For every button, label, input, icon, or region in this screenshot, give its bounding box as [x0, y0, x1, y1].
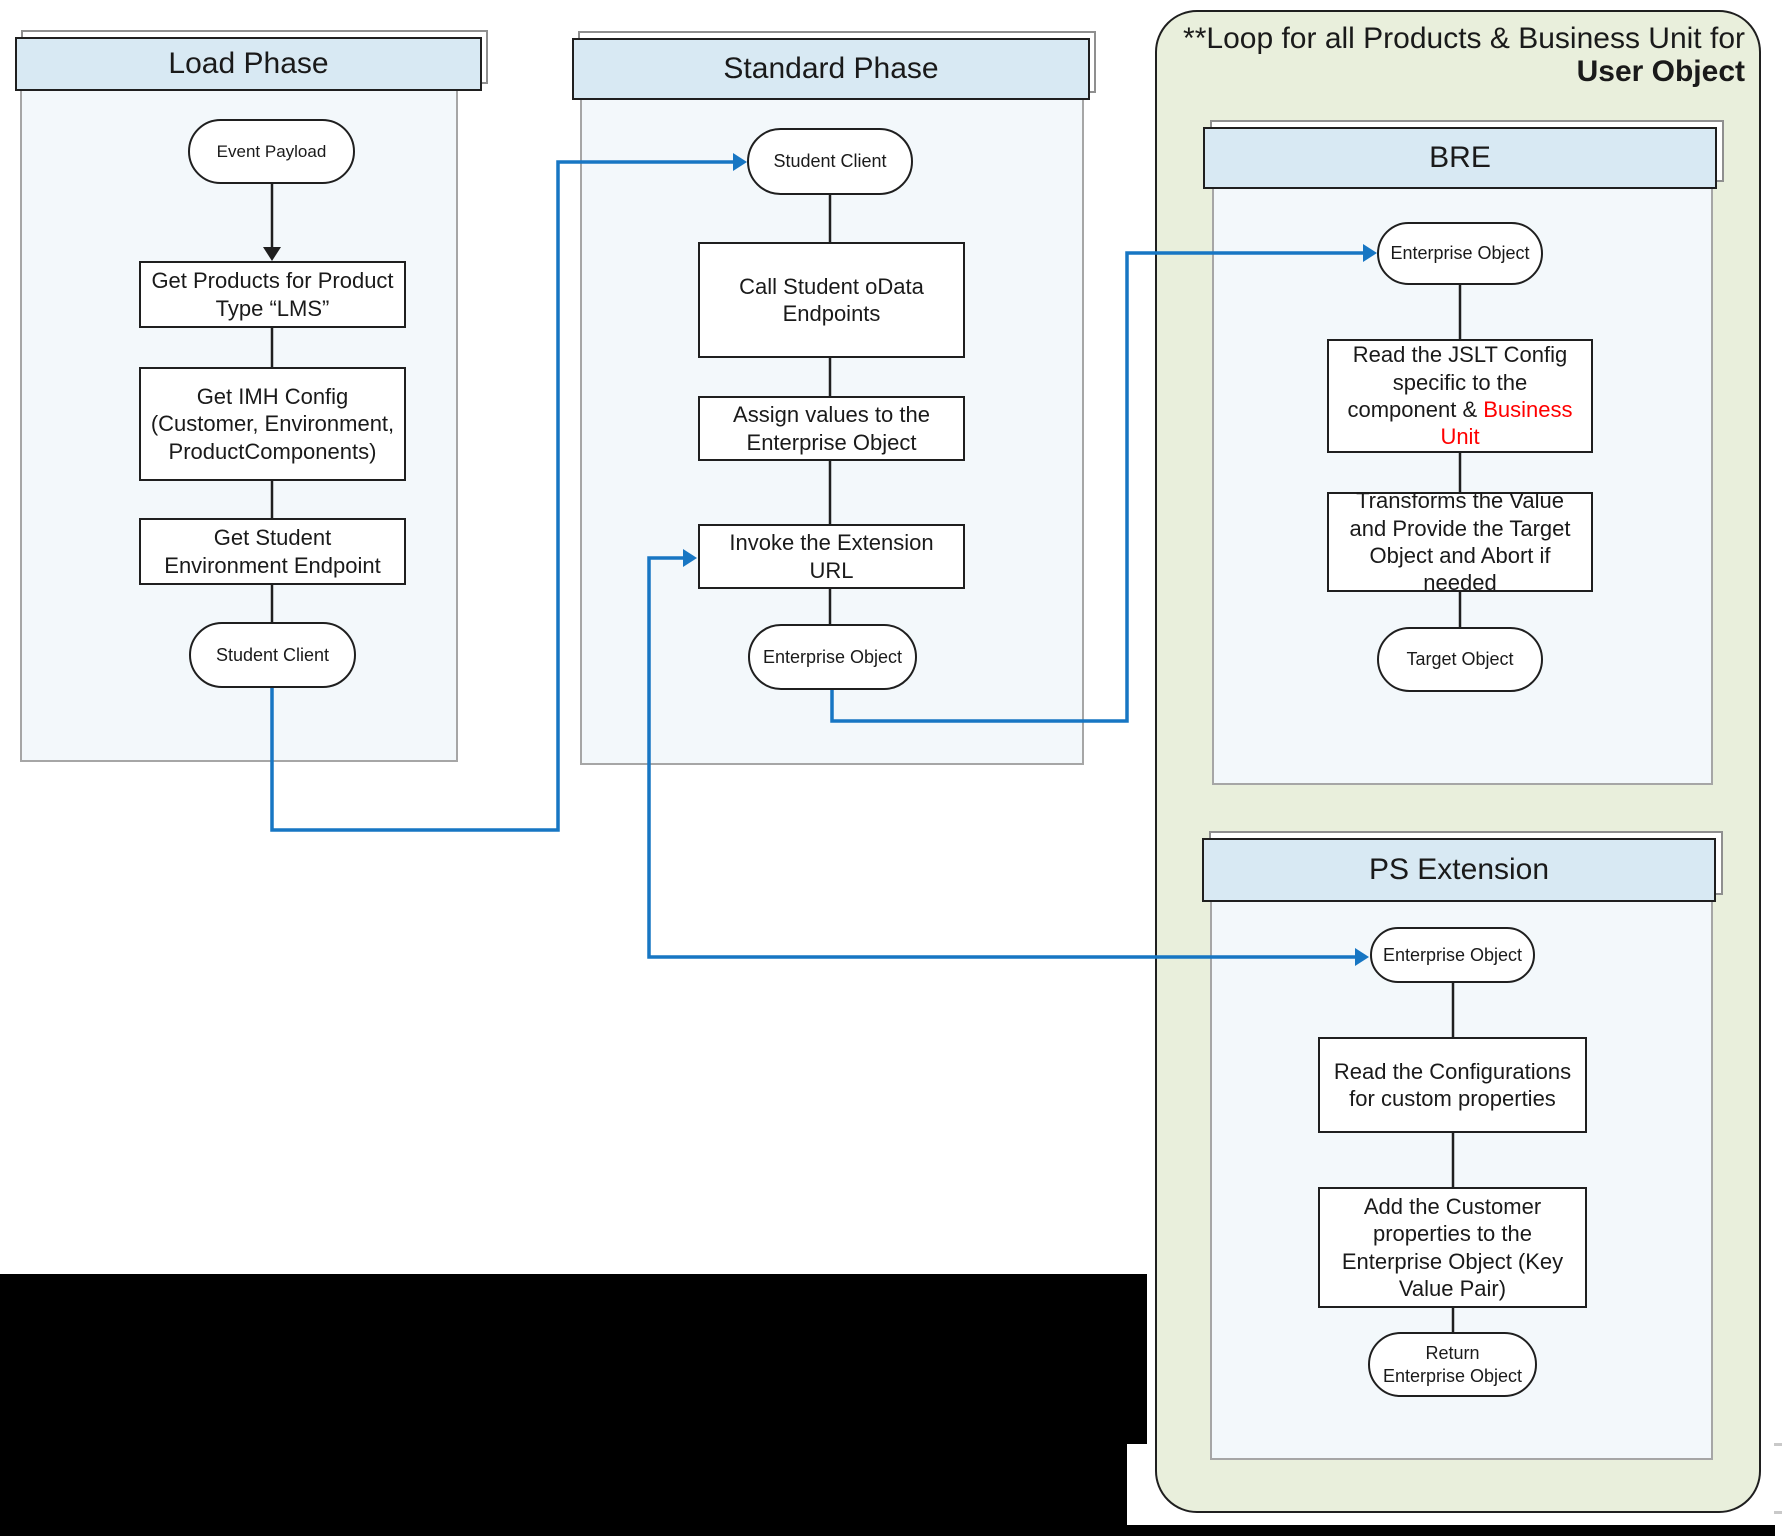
- bre-title: BRE: [1429, 141, 1491, 174]
- node-read-configurations: Read the Configurations for custom prope…: [1318, 1037, 1587, 1133]
- connector-invoke-to-psextension: [647, 556, 1355, 959]
- node-ps-enterprise-object-label: Enterprise Object: [1382, 944, 1523, 965]
- arrowhead-invoke-url: [683, 549, 697, 567]
- node-get-products: Get Products for Product Type “LMS”: [139, 261, 406, 328]
- load-phase-title: Load Phase: [168, 47, 329, 80]
- load-phase-header: Load Phase: [15, 37, 482, 91]
- node-return-enterprise-object-label: Return Enterprise Object: [1382, 1343, 1523, 1386]
- node-get-student-env: Get Student Environment Endpoint: [139, 518, 406, 585]
- node-read-configurations-label: Read the Configurations for custom prope…: [1333, 1058, 1572, 1111]
- arrowhead-getproducts: [263, 247, 281, 261]
- node-get-imh-config-label: Get IMH Config (Customer, Environment, P…: [150, 384, 395, 464]
- node-bre-enterprise-object-label: Enterprise Object: [1390, 243, 1530, 264]
- standard-phase-title: Standard Phase: [723, 52, 939, 85]
- node-event-payload-label: Event Payload: [216, 141, 327, 161]
- arrowhead-standard-studentclient: [733, 153, 747, 171]
- node-assign-values: Assign values to the Enterprise Object: [698, 396, 965, 461]
- loop-title-line1: **Loop for all Products & Business Unit …: [1183, 22, 1745, 55]
- node-ps-enterprise-object: Enterprise Object: [1370, 927, 1535, 983]
- jslt-highlight-text: Business Unit: [1440, 397, 1573, 450]
- node-get-student-env-label: Get Student Environment Endpoint: [164, 525, 381, 578]
- ps-extension-title: PS Extension: [1368, 853, 1550, 886]
- node-standard-student-client-label: Student Client: [773, 151, 887, 172]
- standard-phase-header: Standard Phase: [572, 38, 1090, 100]
- connector-standard-to-bre: [830, 251, 1363, 723]
- blackout-region-upper: [0, 1274, 1147, 1444]
- ps-extension-header: PS Extension: [1202, 838, 1716, 902]
- node-call-odata-label: Call Student oData Endpoints: [739, 273, 924, 326]
- node-load-student-client-label: Student Client: [215, 644, 330, 665]
- blackout-region-lower: [0, 1443, 1127, 1536]
- node-assign-values-label: Assign values to the Enterprise Object: [733, 402, 930, 455]
- node-get-products-label: Get Products for Product Type “LMS”: [151, 268, 394, 321]
- node-transforms-value-label: Transforms the Value and Provide the Tar…: [1349, 488, 1571, 596]
- node-transforms-value: Transforms the Value and Provide the Tar…: [1327, 488, 1593, 595]
- node-return-enterprise-object: Return Enterprise Object: [1368, 1332, 1537, 1397]
- node-read-jslt-config-label: Read the JSLT Config specific to the com…: [1337, 341, 1583, 450]
- bre-header: BRE: [1203, 127, 1717, 189]
- node-target-object: Target Object: [1377, 627, 1543, 692]
- jslt-text: Read the JSLT Config specific to the com…: [1347, 342, 1568, 422]
- right-edge-tick-bottom: [1774, 1511, 1782, 1514]
- node-standard-enterprise-object: Enterprise Object: [748, 624, 917, 690]
- connector-load-to-standard: [270, 160, 733, 832]
- node-get-imh-config: Get IMH Config (Customer, Environment, P…: [139, 367, 406, 481]
- node-load-student-client: Student Client: [189, 622, 356, 688]
- node-bre-enterprise-object: Enterprise Object: [1377, 222, 1543, 285]
- node-standard-student-client: Student Client: [747, 128, 913, 195]
- right-edge-tick-top: [1774, 1443, 1782, 1446]
- node-call-odata: Call Student oData Endpoints: [698, 242, 965, 358]
- node-read-jslt-config: Read the JSLT Config specific to the com…: [1327, 339, 1593, 453]
- node-standard-enterprise-object-label: Enterprise Object: [762, 646, 903, 667]
- node-add-customer-properties-label: Add the Customer properties to the Enter…: [1341, 1193, 1564, 1301]
- node-event-payload: Event Payload: [188, 119, 355, 184]
- loop-title-line2: User Object: [1576, 55, 1745, 88]
- node-target-object-label: Target Object: [1406, 649, 1514, 670]
- node-invoke-extension-url: Invoke the Extension URL: [698, 524, 965, 589]
- node-invoke-extension-url-label: Invoke the Extension URL: [729, 530, 934, 583]
- blackout-bottom-strip: [0, 1525, 1775, 1536]
- node-add-customer-properties: Add the Customer properties to the Enter…: [1318, 1187, 1587, 1308]
- loop-title: **Loop for all Products & Business Unit …: [1175, 22, 1745, 88]
- arrowhead-ps-enterpriseobject: [1355, 948, 1369, 966]
- arrowhead-bre-enterpriseobject: [1363, 244, 1377, 262]
